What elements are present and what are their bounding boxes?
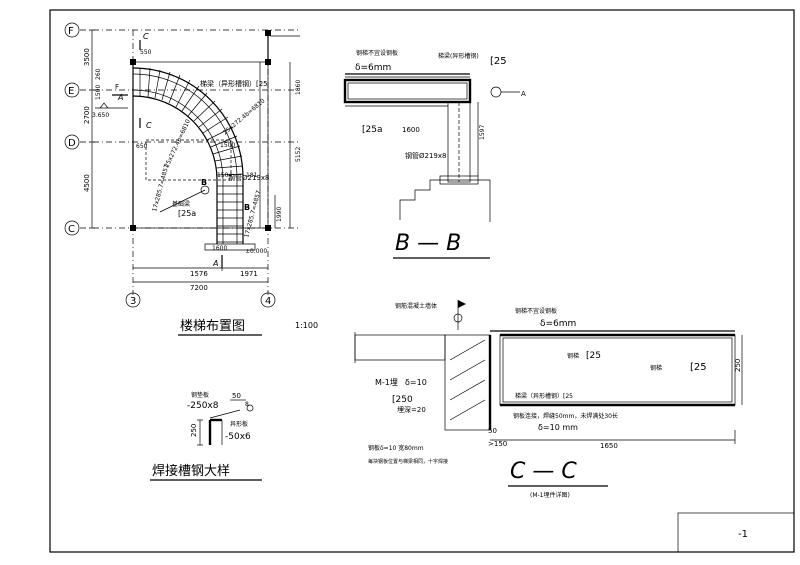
detail-label-2: -250x8 [187, 401, 219, 411]
axis-bubble-e: E [64, 82, 80, 98]
section-c-mid: C [146, 121, 152, 130]
section-cc: 1650 250 >150 50 钢筋混凝土墙体 钢梯不宜设钢板 δ=6mm 钢… [354, 300, 743, 499]
detail-title: 焊接槽钢大样 [152, 463, 230, 479]
stair-plan: F E D C 3 4 3500 2700 4500 1500 [64, 22, 318, 336]
bb-delta: δ=6mm [355, 63, 391, 73]
title-block-mark: -1 [738, 529, 748, 540]
cc-dim-150: >150 [488, 440, 507, 448]
label-treads-3: 17x285.7=4857 [151, 164, 170, 213]
cc-bolt2: 埋深=20 [397, 405, 426, 414]
section-b-2: B [244, 203, 250, 212]
bb-tube: 钢管Ø219x8 [405, 151, 446, 160]
section-a-left: A [117, 93, 123, 102]
cc-plate-note2: 每块钢板位置与梯梁相同，十字焊接 [368, 458, 448, 465]
bb-label-top: 梯梁(异形槽钢) [438, 52, 479, 60]
svg-text:C: C [68, 224, 75, 235]
axis-bubble-f: F [64, 22, 80, 38]
cc-embed: M-1埋 [375, 377, 398, 387]
dim-1576: 1576 [190, 270, 208, 278]
cc-bolt: [250 [392, 395, 413, 405]
cc-weld-note: 钢板连接，焊缝50mm，未焊满处30长 [513, 412, 618, 420]
cc-embed-delta: δ=10 [405, 378, 427, 387]
plan-scale: 1:100 [295, 321, 318, 330]
cc-plate-note: 钢板δ=10 宽80mm [368, 444, 424, 452]
section-f-left: F [115, 83, 119, 91]
axis-bubble-4: 4 [260, 292, 276, 308]
stair-treads [139, 67, 244, 243]
svg-text:F: F [68, 26, 74, 37]
dim-650: 650 [136, 143, 148, 150]
detail-label-4: -50x6 [225, 432, 251, 442]
cc-label-top: 钢梯不宜设钢板 [515, 307, 557, 315]
label-channel-beam: 梯梁（异形槽钢）[25 [200, 79, 268, 88]
dim-550: 550 [140, 49, 152, 56]
dim-260: 260 [95, 68, 102, 80]
cc-weld-delta: δ=10 mm [538, 423, 578, 432]
bb-title: B — B [395, 231, 461, 256]
cc-dim-50: 50 [488, 427, 497, 435]
axis-bubble-d: D [64, 134, 80, 150]
level-label: ±0.000 [245, 248, 267, 255]
dim-7200: 7200 [190, 284, 208, 292]
section-bb: A 钢梯不宜设钢板 δ=6mm 梯梁(异形槽钢) [25 [25a 钢管Ø219… [343, 49, 526, 259]
dim-5152: 5152 [295, 147, 302, 162]
dim-2700: 2700 [83, 106, 91, 124]
cc-channel-note: 梯梁（异形槽钢）[25 [515, 392, 573, 400]
bb-dim-1597: 1597 [479, 125, 486, 140]
label-channel-small: [25a [178, 209, 196, 218]
dim-1990: 1990 [276, 207, 283, 222]
detail-dim-50: 50 [232, 392, 241, 400]
dim-1600: 1600 [212, 245, 227, 252]
section-b-1: B [201, 178, 207, 187]
svg-text:4: 4 [265, 296, 271, 307]
bb-label-top2: 钢梯不宜设钢板 [356, 49, 398, 57]
weld-channel-detail: 钢垫板 -250x8 异形板 -50x6 250 50 8 焊接槽钢大样 [150, 391, 262, 481]
svg-text:E: E [68, 86, 74, 97]
dim-3500: 3500 [83, 48, 91, 66]
cc-channel-right: [25 [690, 362, 707, 373]
dim-1971: 1971 [240, 270, 258, 278]
cc-title: C — C [510, 459, 577, 484]
label-treads-2: 25x272.4b=6810 [163, 118, 192, 169]
label-bottom-beam: 基础梁 [172, 200, 190, 208]
cc-subtitle: (M-1埋件详图) [530, 491, 570, 499]
detail-dim-250: 250 [190, 424, 198, 437]
detail-label-1: 钢垫板 [191, 391, 209, 399]
dim-1860: 1860 [295, 80, 302, 95]
cc-label-right: 钢梯 [650, 364, 662, 372]
cc-delta-top: δ=6mm [540, 319, 576, 329]
section-c-top: C [143, 32, 149, 41]
bb-channel: [25 [490, 56, 507, 67]
cc-dim-1650: 1650 [600, 442, 618, 450]
title-block [677, 512, 795, 553]
dim-4500: 4500 [83, 174, 91, 192]
hatch [449, 339, 486, 421]
bb-axis: A [521, 90, 526, 98]
dim-181: 181 [246, 172, 258, 179]
section-a-bottom: A [212, 259, 218, 268]
svg-text:3: 3 [130, 296, 136, 307]
dim-1504: 1504 [217, 172, 232, 179]
axis-bubble-3: 3 [125, 292, 141, 308]
bb-channel-small: [25a [362, 125, 382, 135]
sheet-frame [49, 9, 795, 553]
elev-left: 3.650 [92, 112, 109, 119]
cc-label-wall: 钢筋混凝土墙体 [395, 302, 437, 310]
plan-title: 楼梯布置图 [180, 319, 245, 334]
label-tube-col: 钢管Ø219x8 [228, 173, 269, 182]
cc-dim-250: 250 [734, 359, 742, 372]
svg-text:D: D [68, 138, 76, 149]
axis-bubble-c: C [64, 220, 80, 236]
detail-dim-8: 8 [245, 401, 249, 408]
detail-label-3: 异形板 [230, 420, 248, 428]
cc-channel-mid: [25 [586, 351, 601, 361]
dim-1500: 1500 [220, 142, 235, 149]
bb-dim-1600: 1600 [402, 126, 420, 134]
cc-label-mid: 钢梯 [567, 352, 579, 360]
dim-1500: 1500 [95, 85, 102, 100]
